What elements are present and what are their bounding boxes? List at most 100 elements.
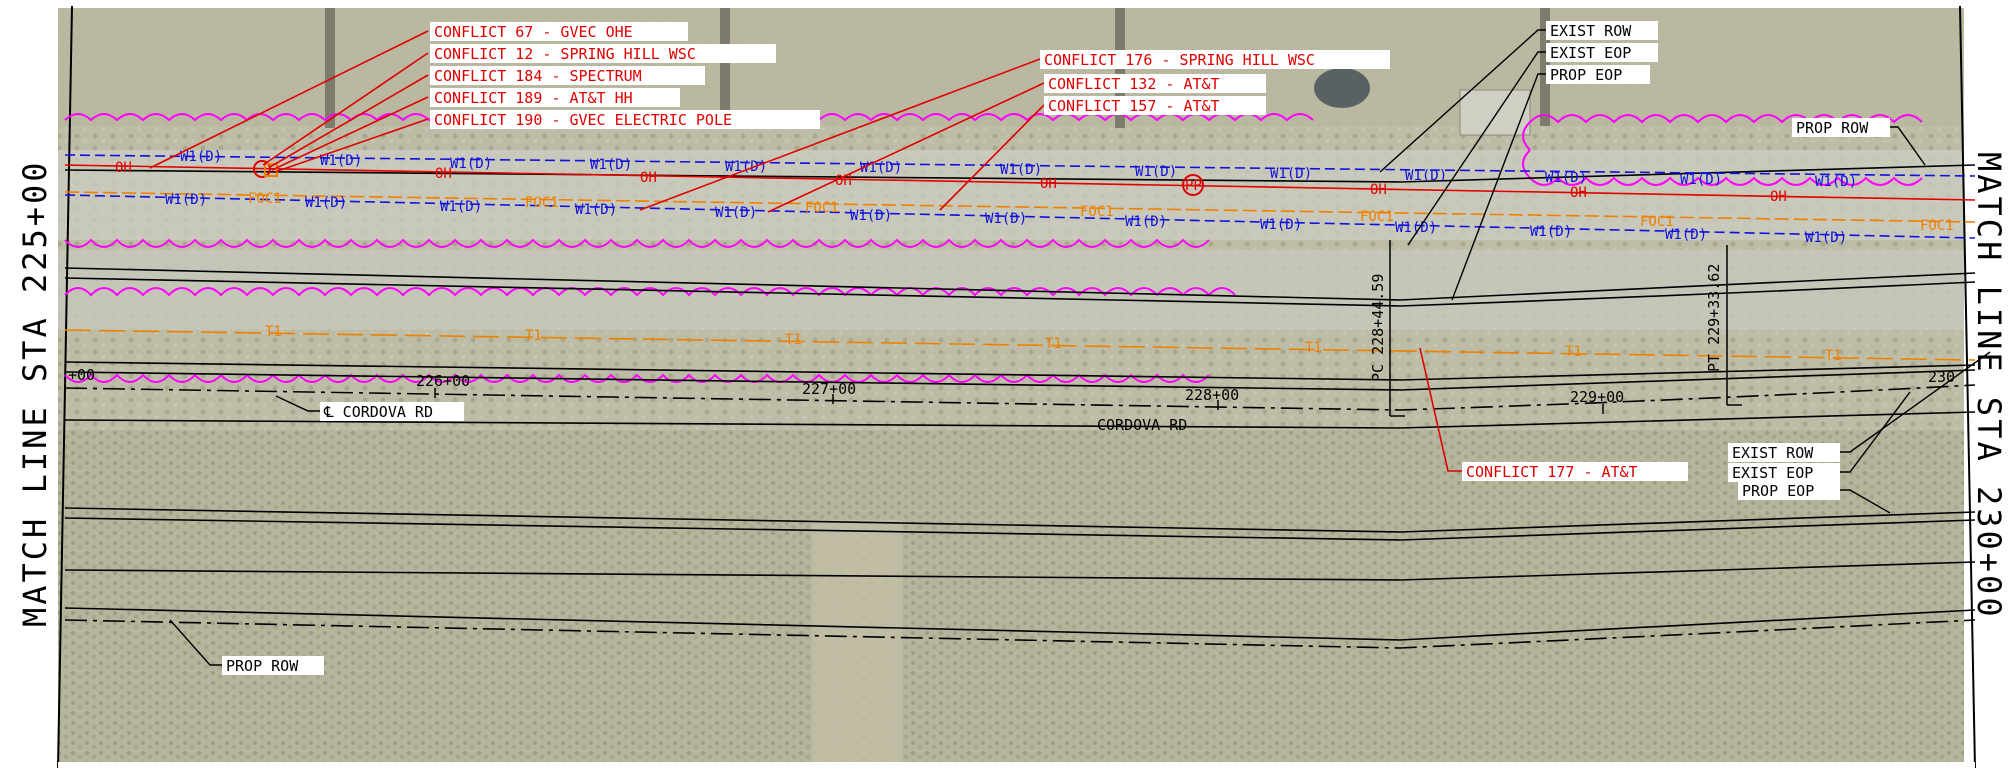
telecom-label: T1 [265,324,282,340]
water-label: W1(D) [320,153,362,169]
fiber-label: FOC1 [1080,204,1114,220]
water-line [64,154,1976,177]
water-label: W1(D) [1815,174,1857,190]
overhead-label: OH [1570,185,1587,201]
road-edge-line [64,607,1976,641]
overhead-label: OH [1370,182,1387,198]
water-label: W1(D) [1270,166,1312,182]
conflict-157-label: CONFLICT 157 - AT&T [1048,97,1220,115]
exist-eop-line [64,267,1976,301]
pole-label: PP [1185,178,1202,194]
shed [1459,89,1531,136]
telecom-label: T1 [1565,344,1582,360]
prop-row-label-2: PROP ROW [226,657,299,675]
match-line-left: MATCH LINE STA 225+00 [16,159,54,627]
fiber-label: FOC1 [1360,209,1394,225]
fence-post [1540,8,1550,126]
water-label: W1(D) [1805,230,1847,246]
fence-post [325,8,335,128]
exist-row-label-2: EXIST ROW [1732,444,1814,462]
overhead-line [64,164,1976,201]
fiber-label: FOC1 [805,200,839,216]
conflict-callouts-left: CONFLICT 67 - GVEC OHE CONFLICT 12 - SPR… [149,22,820,173]
station-label: 227+00 [802,380,856,398]
water-label: W1(D) [450,156,492,172]
telecom-label: T1 [1045,336,1062,352]
utility-lines [64,154,1976,361]
match-line-right: MATCH LINE STA 230+00 [1970,152,2008,620]
water-label: W1(D) [1545,170,1587,186]
station-label: 226+00 [416,372,470,390]
telecom-label: T1 [525,328,542,344]
fiber-label: FOC1 [248,191,282,207]
water-label: W1(D) [1530,224,1572,240]
telecom-line [64,329,1976,361]
handhole-symbol [264,163,278,177]
pt-label: PT 229+33.62 [1705,264,1723,372]
revision-cloud [1522,114,1923,186]
conflict-189-label: CONFLICT 189 - AT&T HH [434,89,633,107]
conflict-190-label: CONFLICT 190 - GVEC ELECTRIC POLE [434,111,732,129]
water-label: W1(D) [1000,162,1042,178]
water-label: W1(D) [1405,168,1447,184]
water-label: W1(D) [440,199,482,215]
fiber-label: FOC1 [1640,214,1674,230]
revision-cloud [64,287,1236,297]
water-label: W1(D) [590,157,632,173]
road-edge-line [64,361,1976,381]
prop-row-label: PROP ROW [1796,119,1869,137]
station-label: 229+00 [1570,388,1624,406]
road-edge-line [64,517,1976,541]
water-label: W1(D) [1135,164,1177,180]
water-label: W1(D) [1260,217,1302,233]
fence-post [720,8,730,128]
overhead-label: OH [435,166,452,182]
row-callouts-top: EXIST ROW EXIST EOP PROP EOP PROP ROW [1379,21,1926,301]
road-edge-line [64,507,1976,533]
exist-row-line [64,164,1976,183]
overhead-label: OH [835,173,852,189]
conflict-177-label: CONFLICT 177 - AT&T [1466,463,1638,481]
water-label: W1(D) [305,195,347,211]
road-edge-line [64,411,1976,429]
telecom-label: T1 [1825,348,1842,364]
water-label: W1(D) [1665,227,1707,243]
fiber-label: FOC1 [525,195,559,211]
water-label: W1(D) [860,160,902,176]
fiber-line [64,191,1976,223]
exist-row-label: EXIST ROW [1550,22,1632,40]
conflict-callouts-middle: CONFLICT 176 - SPRING HILL WSC CONFLICT … [639,50,1390,213]
power-pole-symbol [253,160,271,178]
conflict-176-label: CONFLICT 176 - SPRING HILL WSC [1044,51,1315,69]
power-pole-symbol [1182,174,1204,196]
station-label: +00 [68,366,95,384]
prop-eop-label: PROP EOP [1550,66,1622,84]
tank [1314,68,1370,108]
roadway-linework [64,164,1976,649]
pc-label: PC 228+44.59 [1369,274,1387,382]
water-label: W1(D) [1125,214,1167,230]
fiber-label: FOC1 [1920,218,1954,234]
conflict-184-label: CONFLICT 184 - SPECTRUM [434,67,642,85]
conflict-12-label: CONFLICT 12 - SPRING HILL WSC [434,45,696,63]
conflict-177-callout: CONFLICT 177 - AT&T [1419,347,1688,481]
water-label: W1(D) [180,149,222,165]
prop-eop-label-2: PROP EOP [1742,482,1814,500]
prop-row-line [64,619,1976,649]
overhead-label: OH [640,170,657,186]
water-label: W1(D) [985,211,1027,227]
prop-eop-line [64,277,1976,307]
station-label: 228+00 [1185,386,1239,404]
revision-cloud [64,373,1210,383]
telecom-label: T1 [1305,340,1322,356]
overhead-label: OH [1040,176,1057,192]
telecom-label: T1 [785,332,802,348]
road-callouts: ℄ CORDOVA RD PROP ROW [169,395,464,675]
water-label: W1(D) [850,208,892,224]
water-label: W1(D) [715,205,757,221]
station-label: 230 [1928,368,1955,386]
water-label: W1(D) [1395,220,1437,236]
revision-cloud [64,238,1210,248]
road-centerline [64,384,1976,411]
